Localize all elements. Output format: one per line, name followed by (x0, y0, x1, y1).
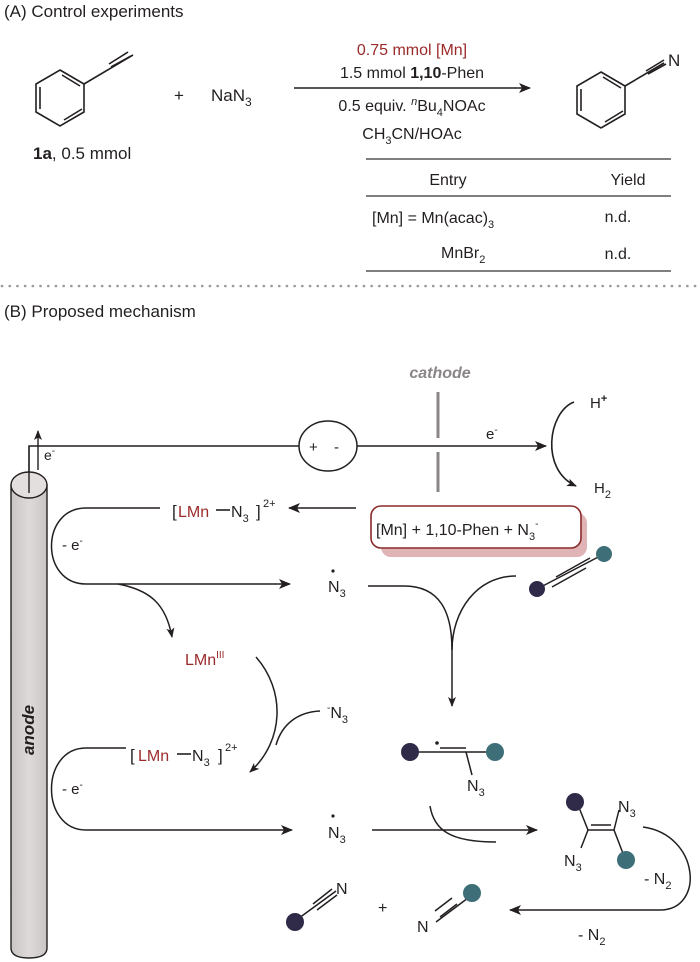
cathode-label: cathode (409, 365, 470, 382)
vinyl-radical: N3 (401, 741, 504, 799)
azide-coordination-arrow (249, 656, 278, 773)
mn-release-arrow (117, 583, 175, 638)
azide-radical-1: N3 (328, 579, 346, 600)
radical-addition-curve (368, 575, 517, 651)
minus-n2-label-1: - N2 (644, 871, 671, 892)
minus-n2-label-2: - N2 (578, 927, 605, 948)
hydrogen-gas: H2 (594, 480, 611, 501)
table-row-entry: [Mn] = Mn(acac)3 (372, 210, 494, 231)
anode-electron: e- (44, 446, 55, 463)
svg-text:]: ] (256, 502, 261, 521)
table-row-entry: MnBr2 (441, 245, 485, 266)
power-minus: - (334, 439, 339, 456)
nitrile-product-2: N (417, 884, 481, 936)
second-azidation-curve (429, 805, 497, 843)
svg-text:N3: N3 (467, 778, 485, 799)
azide-anion-feed (275, 710, 321, 746)
teal-ball-icon (596, 546, 612, 562)
dark-ball-icon (529, 581, 545, 597)
azide-radical-2: N3 (328, 825, 346, 846)
plus-sign: + (174, 86, 184, 105)
proton: H+ (590, 393, 607, 412)
svg-text:LMn: LMn (178, 504, 209, 521)
control-table: Entry Yield [Mn] = Mn(acac)3 n.d. MnBr2 … (366, 158, 671, 272)
svg-text:2+: 2+ (263, 498, 276, 510)
benzonitrile-structure (576, 59, 667, 129)
circuit-wire (28, 445, 299, 487)
azide-anion: -N3 (327, 703, 348, 726)
svg-text:N3: N3 (564, 853, 582, 874)
sodium-azide: NaN3 (211, 86, 252, 109)
table-header-yield: Yield (611, 172, 646, 189)
svg-text:N3: N3 (618, 799, 636, 820)
teal-ball-icon (617, 851, 635, 869)
mn-azide-complex-2: [ LMn N3 ] 2+ (130, 742, 238, 769)
dark-ball-icon (566, 793, 584, 811)
anode-electrode: anode (10, 446, 48, 959)
vinyl-diazide: N3 N3 (564, 793, 636, 874)
nitrile-n: N (668, 51, 680, 70)
condition-additive: 0.5 equiv. nBu4NOAc (338, 96, 485, 119)
power-source (298, 420, 358, 472)
start-box (370, 505, 582, 549)
table-row-yield: n.d. (605, 209, 632, 226)
oxidation-label-1: - e- (62, 536, 83, 554)
svg-text:[: [ (130, 746, 135, 765)
svg-text:2+: 2+ (225, 742, 238, 754)
cathode-electron: e- (486, 425, 498, 443)
teal-ball-icon (486, 743, 504, 761)
condition-phen: 1.5 mmol 1,10-Phen (340, 65, 484, 82)
svg-text:N: N (417, 919, 429, 936)
alkyne-substrate (529, 546, 612, 597)
denitrogenation-arrow (509, 826, 691, 915)
dark-ball-icon (401, 743, 419, 761)
svg-text:[: [ (172, 502, 177, 521)
power-plus: + (309, 439, 318, 456)
oxidation-loop-2 (50, 747, 293, 835)
condition-solvent: CH3CN/HOAc (362, 126, 461, 147)
radical-dot (331, 814, 335, 818)
anode-label: anode (19, 705, 38, 755)
product-plus: + (378, 900, 387, 917)
condition-mn: 0.75 mmol [Mn] (357, 42, 467, 59)
svg-text:]: ] (218, 746, 223, 765)
svg-text:LMn: LMn (138, 748, 169, 765)
mn-iii: LMnIII (185, 650, 224, 669)
table-header-entry: Entry (429, 172, 466, 189)
oxidation-loop-1 (50, 507, 291, 589)
proton-reduction-arrow (550, 401, 577, 487)
svg-text:N3: N3 (231, 504, 249, 525)
start-box-text: [Mn] + 1,10-Phen + N3- (376, 519, 538, 543)
substrate-label: 1a, 0.5 mmol (33, 144, 131, 163)
phenylacetylene-structure (35, 51, 134, 127)
section-a-title: (A) Control experiments (4, 2, 184, 21)
oxidation-label-2: - e- (62, 780, 83, 798)
svg-text:N: N (336, 881, 348, 898)
mn-azide-complex-1: [ LMn N3 ] 2+ (172, 498, 276, 525)
section-b-title: (B) Proposed mechanism (4, 302, 196, 321)
svg-text:N3: N3 (192, 748, 210, 769)
teal-ball-icon (463, 884, 481, 902)
nitrile-product-1: N (286, 881, 348, 931)
table-row-yield: n.d. (605, 246, 632, 263)
radical-dot (331, 569, 335, 573)
dark-ball-icon (286, 913, 304, 931)
